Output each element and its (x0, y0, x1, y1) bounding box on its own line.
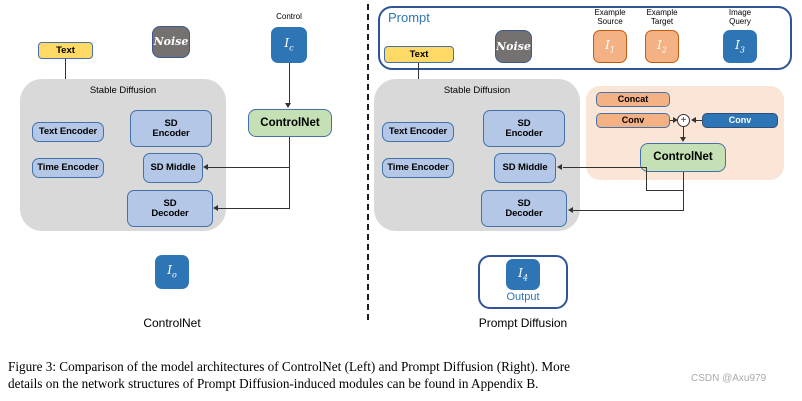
left-control-to-controlnet-line (288, 63, 290, 105)
right-stable-diffusion-title: Stable Diffusion (443, 85, 511, 96)
conv-left-block[interactable]: Conv (596, 113, 670, 128)
right-sd-decoder-block[interactable]: SD Decoder (481, 190, 567, 227)
figure-caption-line2: details on the network structures of Pro… (8, 376, 539, 392)
left-text-box-label: Text (56, 44, 75, 56)
left-controlnet-to-sdmiddle-arrow (203, 163, 208, 170)
conv-right-to-sum-line (694, 120, 702, 122)
figure-caption-line1: Figure 3: Comparison of the model archit… (8, 359, 570, 374)
prompt-item-0-caption: Example Source (594, 8, 626, 27)
left-panel-name: ControlNet (143, 316, 201, 330)
right-time-encoder-block[interactable]: Time Encoder (382, 158, 454, 178)
left-noise-box[interactable]: Noise (152, 26, 190, 58)
conv-left-to-sum-line (670, 120, 674, 122)
left-controlnet-block[interactable]: ControlNet (248, 109, 332, 137)
prompt-item-0-image[interactable]: I1 (593, 30, 627, 63)
right-controlnet-to-sddecoder-arrow (568, 206, 573, 213)
prompt-item-2-caption: Image Query (728, 8, 752, 27)
left-sd-decoder-block[interactable]: SD Decoder (127, 190, 213, 227)
concat-block[interactable]: Concat (596, 92, 670, 107)
left-time-encoder-block[interactable]: Time Encoder (32, 158, 104, 178)
right-controlnet-to-sdmiddle-riser (646, 167, 648, 191)
conv-left-to-sum-arrow (673, 117, 678, 123)
panel-divider (367, 4, 369, 320)
left-controlnet-to-sddecoder-arrow (213, 204, 218, 211)
conv-right-to-sum-arrow (691, 117, 696, 123)
left-control-image-label: Ic (284, 36, 294, 53)
sum-node: + (677, 114, 690, 127)
right-controlnet-to-sddecoder-line (573, 210, 683, 212)
sum-to-controlnet-arrow (679, 137, 686, 142)
left-text-box[interactable]: Text (38, 42, 93, 59)
right-controlnet-block[interactable]: ControlNet (640, 143, 726, 172)
prompt-item-2-image[interactable]: I3 (723, 30, 757, 63)
left-control-to-controlnet-arrow (285, 103, 291, 108)
left-output-image[interactable]: Io (155, 255, 189, 289)
left-controlnet-to-sdmiddle-line (208, 167, 289, 169)
sum-to-controlnet-line (683, 127, 685, 140)
left-control-caption: Control (276, 12, 302, 21)
right-output-label: Output (506, 291, 540, 303)
right-controlnet-to-sdmiddle-line2 (563, 167, 647, 169)
left-sd-encoder-block[interactable]: SD Encoder (130, 110, 212, 147)
right-text-box[interactable]: Text (384, 46, 454, 63)
right-sd-middle-block[interactable]: SD Middle (494, 153, 556, 183)
left-noise-box-label: Noise (153, 35, 189, 49)
right-controlnet-to-sdmiddle-line (646, 190, 683, 192)
right-noise-box[interactable]: Noise (495, 30, 532, 63)
right-panel-name: Prompt Diffusion (478, 316, 568, 330)
left-controlnet-to-sddecoder-line (218, 208, 289, 210)
prompt-item-1-caption: Example Target (646, 8, 678, 27)
right-sd-encoder-block[interactable]: SD Encoder (483, 110, 565, 147)
right-output-image[interactable]: I4 (506, 259, 540, 290)
left-control-image[interactable]: Ic (271, 27, 307, 63)
prompt-item-1-image[interactable]: I2 (645, 30, 679, 63)
conv-right-block[interactable]: Conv (702, 113, 778, 128)
right-text-box-label: Text (409, 48, 429, 60)
left-controlnet-out-line2 (288, 137, 290, 209)
left-text-encoder-block[interactable]: Text Encoder (32, 122, 104, 142)
right-noise-box-label: Noise (496, 39, 531, 53)
figure-caption: Figure 3: Comparison of the model archit… (8, 358, 794, 393)
watermark: CSDN @Axu979 (691, 373, 767, 384)
left-stable-diffusion-title: Stable Diffusion (89, 85, 157, 96)
left-output-image-label: Io (167, 263, 177, 280)
right-controlnet-out-line (682, 172, 684, 211)
prompt-label: Prompt (388, 10, 430, 25)
left-sd-middle-block[interactable]: SD Middle (143, 153, 203, 183)
right-text-encoder-block[interactable]: Text Encoder (382, 122, 454, 142)
right-controlnet-to-sdmiddle-arrow (557, 163, 562, 170)
